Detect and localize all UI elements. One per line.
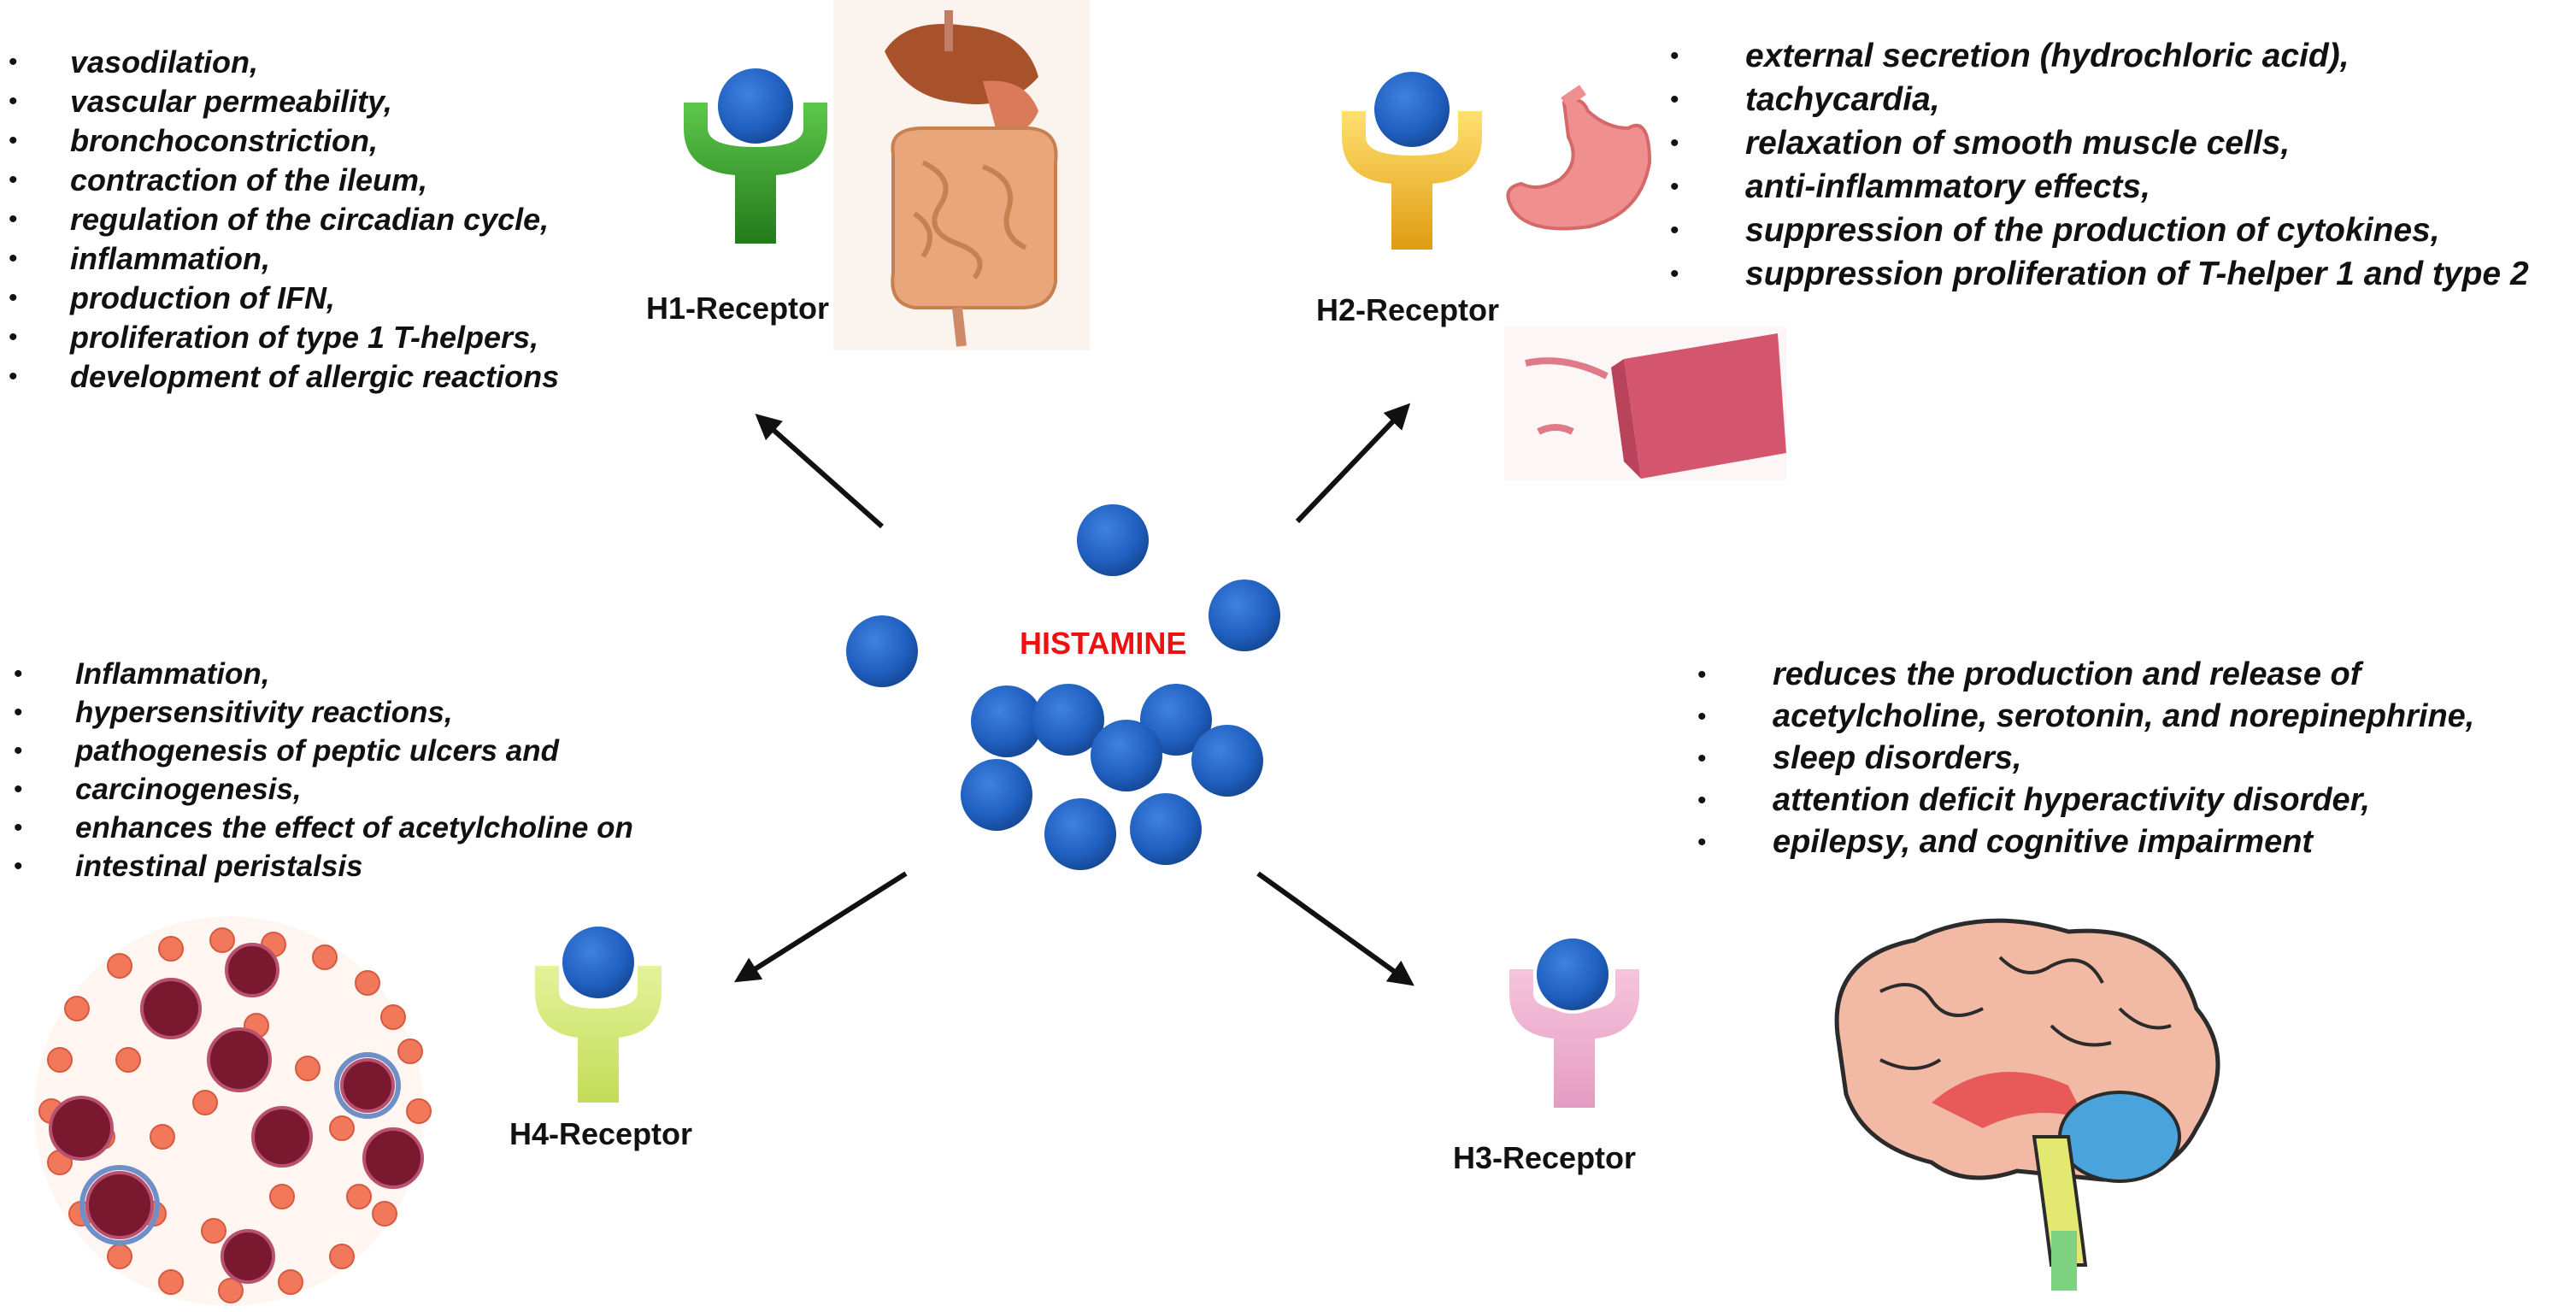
h4-effect-item: hypersensitivity reactions, [14,693,633,732]
histamine-molecule [1044,798,1116,870]
h4-effect-item: carcinogenesis, [14,770,633,809]
h3-receptor-icon [1509,935,1639,1108]
h1-effect-item: vascular permeability, [9,82,559,121]
histamine-molecule [1077,504,1149,576]
h1-effect-item: proliferation of type 1 T-helpers, [9,318,559,357]
h3-effect-item: epilepsy, and cognitive impairment [1685,821,2474,863]
histamine-molecule [971,685,1043,757]
h2-receptor-label: H2-Receptor [1316,292,1500,327]
h1-receptor-icon [684,65,827,244]
h4-effect-item: enhances the effect of acetylcholine on [14,809,633,847]
h3-effects-list: reduces the production and release of ac… [1685,654,2474,863]
h3-effect-item: acetylcholine, serotonin, and norepineph… [1685,696,2474,738]
histamine-molecule [1209,580,1280,651]
h1-receptor-label: H1-Receptor [646,291,830,326]
h1-effect-item: contraction of the ileum, [9,161,559,200]
h2-receptor-icon [1342,68,1482,250]
h3-effect-item: attention deficit hyperactivity disorder… [1685,780,2474,821]
arrow-to-h2 [1295,403,1411,524]
h2-effect-item: external secretion (hydrochloric acid), [1663,34,2529,78]
histamine-title: HISTAMINE [1020,626,1187,661]
histamine-molecule [1140,684,1212,756]
histamine-molecule [1191,725,1263,797]
h3-effect-item: sleep disorders, [1685,738,2474,780]
histamine-molecule [846,615,918,687]
brain-icon [1834,918,2220,1291]
histamine-molecule [1091,720,1162,791]
h2-effects-list: external secretion (hydrochloric acid), … [1663,34,2529,296]
h2-effect-item: tachycardia, [1663,78,2529,121]
histamine-molecules [846,504,1280,870]
h3-receptor-label: H3-Receptor [1453,1140,1637,1175]
h1-effect-item: vasodilation, [9,43,559,82]
h2-effect-item: suppression of the production of cytokin… [1663,209,2529,252]
stomach-icon [1506,85,1652,231]
h4-effect-item: intestinal peristalsis [14,847,633,885]
h1-effect-item: inflammation, [9,239,559,279]
h4-effect-item: pathogenesis of peptic ulcers and [14,732,633,770]
histamine-molecule [1032,684,1104,756]
arrow-to-h1 [755,414,884,529]
h2-effect-item: relaxation of smooth muscle cells, [1663,121,2529,165]
histamine-molecule [961,759,1032,831]
h4-receptor-icon [535,923,662,1103]
h4-effect-item: Inflammation, [14,655,633,693]
smooth-muscle-icon [1504,327,1786,480]
h4-effects-list: Inflammation, hypersensitivity reactions… [14,655,633,885]
h2-effect-item: anti-inflammatory effects, [1663,165,2529,209]
h4-receptor-label: H4-Receptor [509,1116,693,1151]
h1-effect-item: regulation of the circadian cycle, [9,200,559,239]
h2-effect-item: suppression proliferation of T-helper 1 … [1663,252,2529,296]
h3-effect-item: reduces the production and release of [1685,654,2474,696]
arrow-to-h4 [733,871,908,983]
h1-effects-list: vasodilation, vascular permeability, bro… [9,43,559,397]
h1-effect-item: production of IFN, [9,279,559,318]
blood-cells-icon [34,916,432,1306]
arrow-to-h3 [1256,871,1414,986]
h1-effect-item: bronchoconstriction, [9,121,559,161]
digestive-system-icon [833,0,1090,350]
histamine-molecule [1130,793,1202,865]
h1-effect-item: development of allergic reactions [9,357,559,397]
